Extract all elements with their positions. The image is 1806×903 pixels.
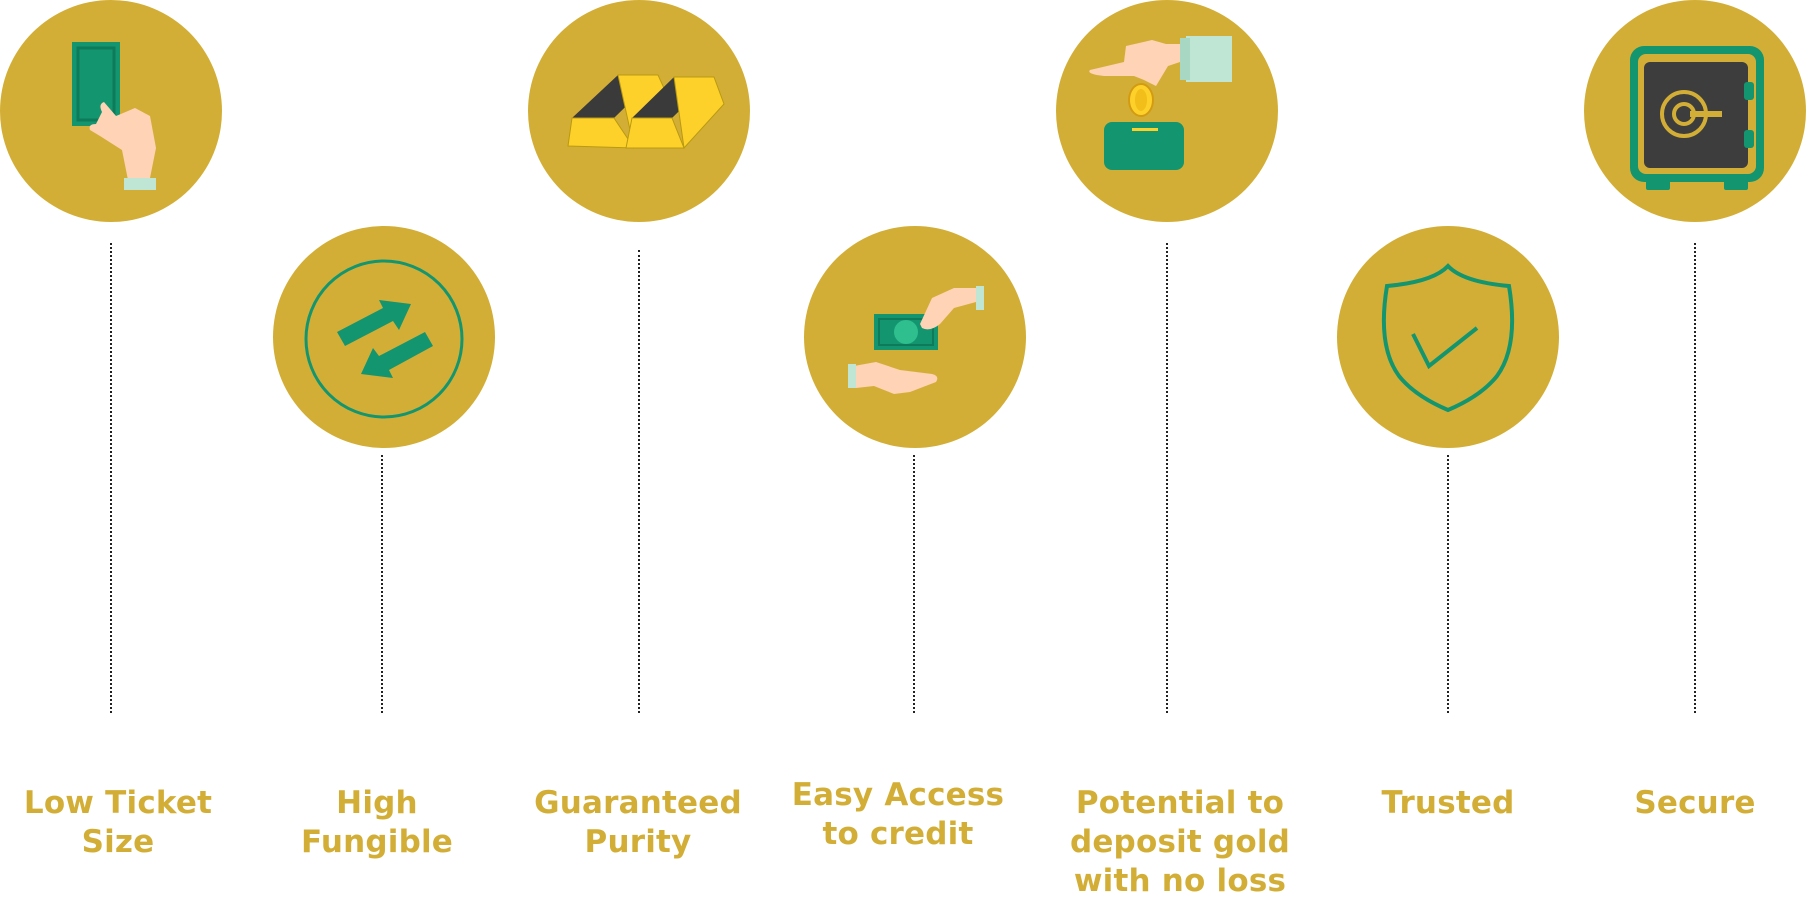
shield-check-icon (1381, 263, 1515, 413)
safe-vault-icon (1630, 46, 1764, 190)
feature-circle (528, 0, 750, 222)
feature-label: Trusted (1381, 785, 1515, 821)
feature-circle (0, 0, 222, 222)
hands-passing-money-icon (848, 286, 984, 394)
feature-label: Potential to deposit gold with no loss (1069, 785, 1291, 899)
connector-line (913, 455, 915, 713)
feature-label: Easy Access to credit (791, 777, 1005, 852)
feature-circle (804, 226, 1026, 448)
feature-circle (1584, 0, 1806, 222)
feature-circle (1337, 226, 1559, 448)
feature-label: Secure (1634, 785, 1756, 821)
feature-label: Guaranteed Purity (534, 785, 742, 860)
feature-label: Low Ticket Size (23, 785, 213, 860)
coin-deposit-icon (1089, 36, 1232, 170)
connector-line (381, 455, 383, 713)
connector-line (110, 243, 112, 713)
connector-line (1447, 455, 1449, 713)
gold-bars-icon (567, 74, 725, 150)
feature-circle (1056, 0, 1278, 222)
feature-label: High Fungible (300, 785, 454, 860)
hand-holding-banknote-icon (72, 42, 156, 190)
connector-line (638, 250, 640, 713)
connector-line (1166, 243, 1168, 713)
exchange-arrows-icon (304, 259, 464, 419)
connector-line (1694, 243, 1696, 713)
feature-circle (273, 226, 495, 448)
